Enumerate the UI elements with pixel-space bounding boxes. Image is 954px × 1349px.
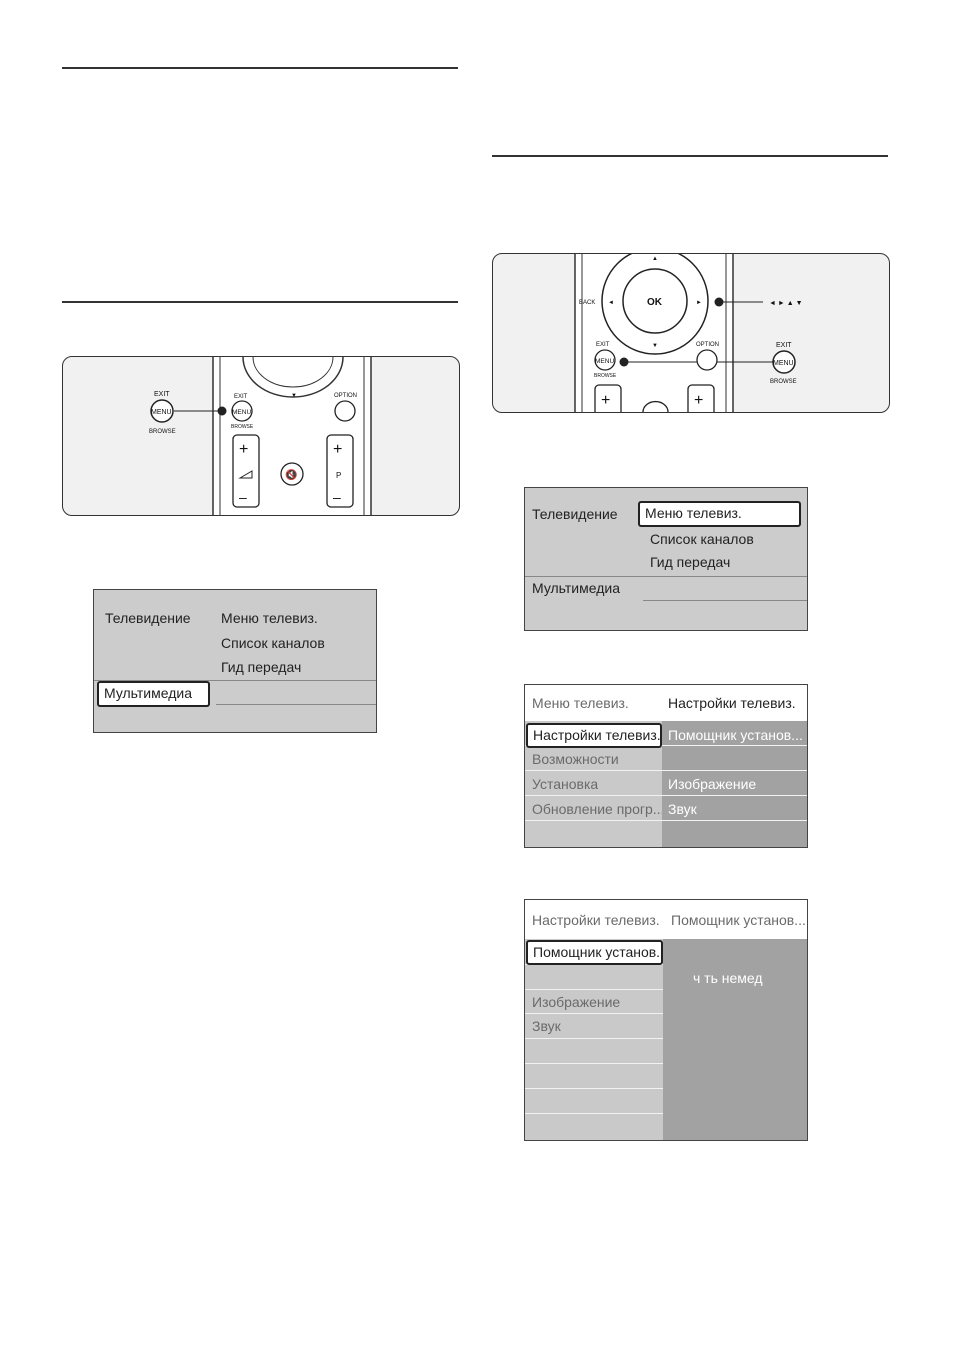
arrows-label: ◄ ► ▲ ▼ (769, 300, 803, 307)
menu-item-program-guide[interactable]: Гид передач (650, 554, 731, 570)
menu-item-television[interactable]: Телевидение (532, 506, 618, 522)
menu-item-multimedia[interactable]: Мультимедиа (532, 580, 620, 596)
exit-label-small: EXIT (234, 394, 248, 400)
remote-illustration-navigation: OK ▲ ▼ ◄ ► BACK ◄ ► ▲ ▼ EXIT MENU BROWSE… (492, 253, 890, 413)
volume-rocker (594, 384, 622, 412)
tv-menu-multimedia-selected: Телевидение Меню телевиз. Список каналов… (93, 589, 377, 733)
option-button (334, 400, 356, 422)
header-settings-assistant: Помощник установ... (671, 912, 805, 928)
menu-button-small (231, 400, 253, 422)
menu-header-bg (525, 685, 807, 721)
menu-divider (216, 704, 376, 705)
menu-label-small: MENU (595, 358, 614, 365)
pointer-dot (217, 406, 227, 416)
exit-label-small: EXIT (596, 342, 610, 348)
tv-settings-menu: Меню телевиз. Настройки телевиз. Настрой… (524, 684, 808, 848)
menu-divider (525, 1113, 663, 1114)
tv-menu-tvmenu-selected: Телевидение Меню телевиз. Список каналов… (524, 487, 808, 631)
nav-right: ► (696, 300, 702, 306)
description-text: ч ть немед (693, 970, 763, 986)
program-rocker (326, 434, 354, 508)
browse-label-small: BROWSE (231, 424, 254, 430)
section-rule (62, 301, 458, 303)
program-plus: + (694, 392, 703, 409)
header-tv-settings: Настройки телевиз. (668, 695, 796, 711)
down-arrow-label: ▼ (291, 393, 297, 399)
menu-label-small: MENU (232, 409, 251, 416)
option-label: OPTION (334, 393, 357, 399)
menu-item-picture[interactable]: Изображение (532, 994, 621, 1010)
ok-button (622, 268, 688, 334)
menu-divider (525, 1013, 663, 1014)
menu-item-sound[interactable]: Звук (532, 1018, 561, 1034)
menu-item-settings-assistant[interactable]: Помощник установ... (526, 940, 663, 965)
menu-header-bg (525, 900, 807, 939)
menu-item-channel-list[interactable]: Список каналов (221, 635, 325, 651)
volume-minus: – (239, 489, 247, 505)
exit-label: EXIT (776, 342, 792, 349)
header-tv-settings: Настройки телевиз. (532, 912, 660, 928)
menu-divider (525, 576, 807, 577)
ok-label: OK (647, 297, 663, 308)
menu-divider (525, 795, 807, 796)
section-rule (492, 155, 888, 157)
menu-item-tv-settings[interactable]: Настройки телевиз. (526, 723, 662, 748)
back-label: BACK (579, 300, 595, 306)
menu-item-tv-menu[interactable]: Меню телевиз. (221, 610, 318, 626)
mute-icon: 🔇 (285, 468, 297, 481)
volume-rocker (232, 434, 260, 508)
program-plus: + (333, 441, 342, 458)
menu-divider (94, 680, 376, 681)
menu-button-large (150, 399, 174, 423)
menu-item-channel-list[interactable]: Список каналов (650, 531, 754, 547)
menu-item-installation[interactable]: Установка (532, 776, 599, 792)
menu-divider (525, 1063, 663, 1064)
browse-label: BROWSE (770, 379, 797, 385)
section-rule (62, 67, 458, 69)
program-p: P (336, 471, 341, 480)
volume-plus: + (239, 441, 248, 458)
menu-item-picture[interactable]: Изображение (668, 776, 757, 792)
menu-button-large (772, 350, 796, 374)
menu-label: MENU (773, 360, 794, 367)
remote-illustration-menu: ▼ EXIT MENU BROWSE EXIT MENU BROWSE OPTI… (62, 356, 460, 516)
menu-divider (525, 820, 807, 821)
nav-left: ◄ (608, 300, 614, 306)
menu-label: MENU (151, 409, 172, 416)
option-button (696, 349, 718, 371)
menu-item-sound[interactable]: Звук (668, 801, 697, 817)
menu-item-settings-assistant[interactable]: Помощник установ... (668, 727, 803, 743)
exit-label: EXIT (154, 391, 170, 398)
menu-item-program-guide[interactable]: Гид передач (221, 659, 302, 675)
option-label: OPTION (696, 342, 719, 348)
nav-up: ▲ (652, 256, 658, 262)
menu-divider (643, 600, 807, 601)
submenu-panel (662, 721, 807, 847)
browse-label: BROWSE (149, 429, 176, 435)
browse-label-small: BROWSE (594, 373, 617, 379)
menu-divider (525, 1038, 663, 1039)
description-panel (663, 939, 807, 1140)
mute-button (280, 462, 304, 486)
menu-divider (525, 989, 663, 990)
program-rocker (687, 384, 715, 412)
nav-down: ▼ (652, 343, 658, 349)
header-tv-menu: Меню телевиз. (532, 695, 629, 711)
menu-item-features[interactable]: Возможности (532, 751, 619, 767)
settings-assistant-menu: Настройки телевиз. Помощник установ... ч… (524, 899, 808, 1141)
menu-divider (525, 1088, 663, 1089)
menu-divider (525, 770, 807, 771)
volume-plus: + (601, 392, 610, 409)
menu-button-small (594, 349, 616, 371)
menu-item-television[interactable]: Телевидение (105, 610, 191, 626)
menu-item-multimedia[interactable]: Мультимедиа (97, 681, 210, 707)
program-minus: – (333, 489, 341, 505)
menu-item-tv-menu[interactable]: Меню телевиз. (638, 501, 801, 527)
menu-item-software-update[interactable]: Обновление прогр... (532, 801, 662, 817)
menu-divider (525, 745, 807, 746)
